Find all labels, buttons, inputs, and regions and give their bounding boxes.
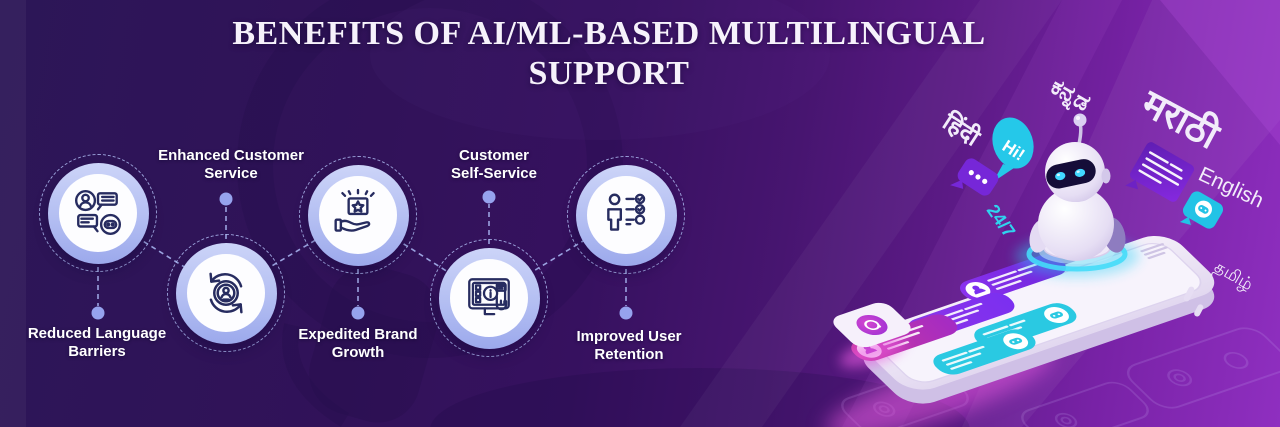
language-hindi: हिंदी [937, 107, 986, 152]
connector-dots [91, 190, 633, 320]
benefit-node-customer-self-service [430, 239, 548, 357]
benefit-label-expedited-brand-growth: Expedited Brand Growth [298, 326, 418, 361]
benefit-label-customer-self-service: Customer Self-Service [451, 147, 537, 182]
robot-body [1038, 187, 1114, 261]
phone-speaker [1140, 243, 1168, 260]
chatbot-robot [1029, 113, 1126, 261]
phone-side-buttons [1183, 286, 1204, 317]
availability-text: 24/7 [983, 201, 1019, 241]
benefit-label-improved-user-retention: Improved User Retention [576, 328, 682, 363]
headset-photo-silhouette [237, 0, 970, 427]
left-light-strip [0, 0, 26, 427]
translation-chat-icon [74, 189, 122, 235]
benefit-node-improved-user-retention [567, 156, 685, 274]
floating-app-card [833, 302, 911, 368]
user-checklist-icon [607, 193, 646, 231]
message-card [1125, 142, 1195, 202]
robot-ear [1101, 168, 1111, 184]
banner-title: BENEFITS OF AI/ML-BASED MULTILINGUAL SUP… [0, 14, 1218, 94]
smartphone [851, 235, 1215, 404]
benefit-label-enhanced-customer-service: Enhanced Customer Service [158, 147, 304, 182]
robot-antenna-ball [1073, 113, 1087, 127]
benefit-node-reduced-language-barriers [39, 154, 157, 272]
language-kannada: ಕನ್ನಡ [1045, 73, 1095, 119]
benefit-node-expedited-brand-growth [299, 156, 417, 274]
hand-gift-star-icon [334, 188, 375, 232]
bot-chat-bubbles [933, 303, 1077, 375]
banner-title-line2: SUPPORT [528, 55, 690, 92]
bot-reply-bubble [1179, 191, 1224, 229]
banner-title-line1: BENEFITS OF AI/ML-BASED MULTILINGUAL [232, 15, 986, 52]
self-service-kiosk-icon [468, 278, 510, 316]
typing-bubble [950, 158, 999, 196]
robot-visor [1046, 159, 1096, 189]
benefit-label-reduced-language-barriers: Reduced Language Barriers [27, 325, 167, 360]
benefit-node-enhanced-customer-service [167, 234, 285, 352]
customer-support-cycle-icon [209, 272, 243, 314]
greeting-bubble: Hi! [992, 117, 1034, 182]
language-tamil: தமிழ் [1211, 257, 1256, 294]
